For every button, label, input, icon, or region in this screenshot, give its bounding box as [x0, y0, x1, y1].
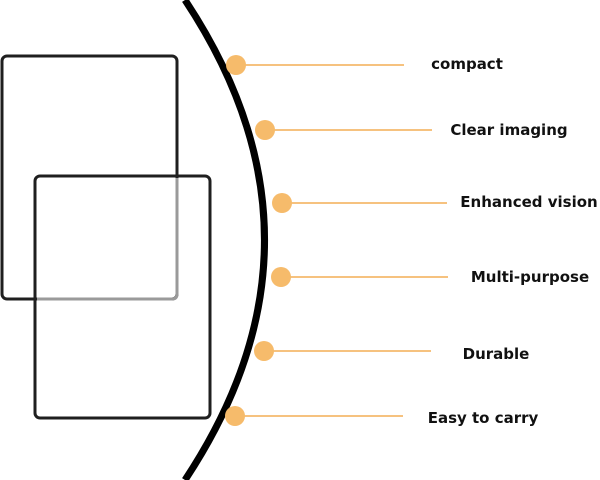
main-arc	[182, 0, 268, 480]
feature-label: Durable	[463, 345, 530, 363]
feature-item: Enhanced vision	[272, 193, 598, 213]
orange-dot-icon	[254, 341, 274, 361]
feature-label: Enhanced vision	[460, 193, 597, 211]
overlapping-frames	[0, 54, 212, 420]
feature-label: Easy to carry	[428, 409, 539, 427]
orange-dot-icon	[226, 55, 246, 75]
feature-item: Multi-purpose	[271, 267, 589, 287]
orange-dot-icon	[225, 406, 245, 426]
orange-dot-icon	[272, 193, 292, 213]
feature-item: Easy to carry	[225, 406, 539, 427]
frame-overlap-segment	[37, 178, 179, 301]
orange-dot-icon	[271, 267, 291, 287]
feature-item: Durable	[254, 341, 529, 363]
feature-label: Multi-purpose	[471, 268, 589, 286]
feature-item: compact	[226, 55, 503, 75]
feature-label: Clear imaging	[450, 121, 567, 139]
orange-dot-icon	[255, 120, 275, 140]
front-frame	[33, 174, 212, 420]
feature-item: Clear imaging	[255, 120, 568, 140]
feature-label: compact	[431, 55, 503, 73]
